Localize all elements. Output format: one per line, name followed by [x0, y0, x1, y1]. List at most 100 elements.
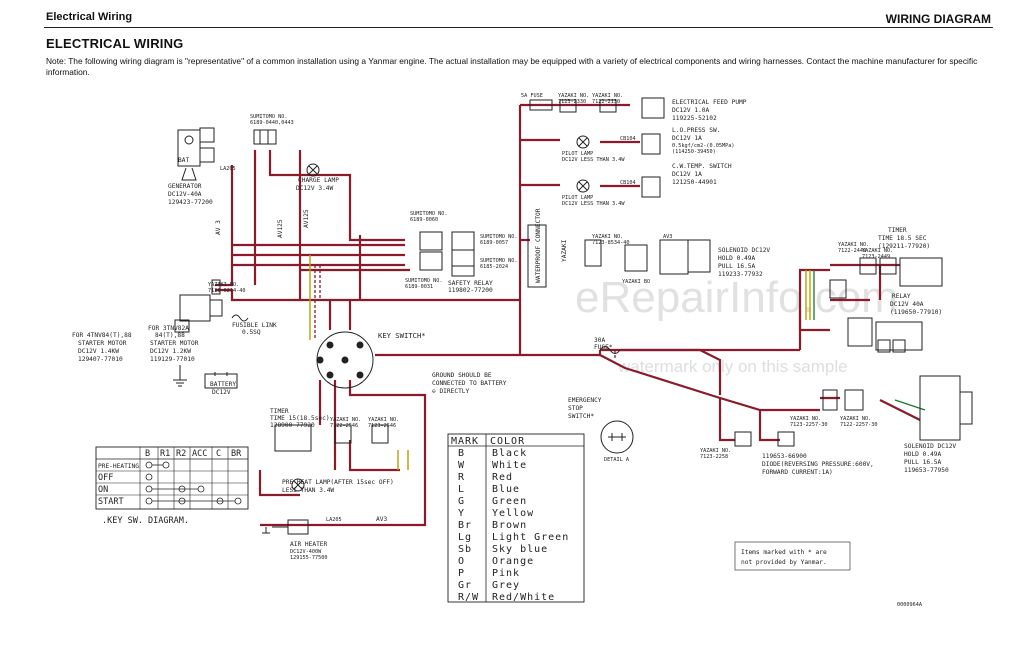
legend-mark: Lg [458, 532, 472, 543]
solenoid1-1: HOLD 0.49A [718, 255, 756, 262]
diode-4: FORWARD CURRENT:1A) [762, 469, 833, 476]
lo-press-2: 0.5kgf/cm2-(0.05MPa) [672, 143, 734, 149]
figure-id: 0000964A [897, 602, 923, 608]
key-sw-diagram-label: .KEY SW. DIAGRAM. [102, 516, 189, 526]
legend-color: Pink [492, 568, 520, 579]
waterproof-label: WATERPROOF CONNECTOR [535, 208, 542, 283]
yazaki-r1-0: YAZAKI NO. [790, 416, 821, 422]
timer-top-0: TIMER [888, 227, 907, 234]
ksw-row-preheat: PRE-HEATING [98, 463, 139, 470]
bat-label: BAT [178, 157, 189, 164]
lo-press-0: L.O.PRESS SW. [672, 127, 720, 134]
watermark-sub: watermark only on this sample [617, 357, 848, 376]
yazaki-vert: YAZAKI [561, 239, 568, 262]
legend-color: Green [492, 496, 527, 507]
header-section: Electrical Wiring [46, 11, 133, 23]
legend-color: Black [492, 448, 527, 459]
yazaki-fuse2-0: YAZAKI NO. [592, 93, 623, 99]
legend-header-color: COLOR [490, 436, 525, 447]
ksw-row-on: ON [98, 485, 108, 495]
yazaki-top-1: 7122-2449 [838, 248, 866, 254]
dashed-wires [314, 265, 616, 360]
sumitomo3-1: 6189-0031 [405, 284, 433, 290]
av3-b: AV3 [376, 516, 387, 523]
sumitomo5-1: 6185-2024 [480, 264, 508, 270]
safety-relay-0: SAFETY RELAY [448, 280, 493, 287]
component-labels: BAT LA205 GENERATOR DC12V-40A 129423-772… [72, 93, 956, 608]
ksw-col-c: C [216, 449, 221, 459]
page-note: Note: The following wiring diagram is "r… [46, 56, 978, 77]
generator-label-1: DC12V-40A [168, 191, 202, 198]
timer-left-0: TIMER [270, 408, 289, 415]
emergency-2: SWITCH* [568, 413, 594, 420]
elec-pump-0: ELECTRICAL FEED PUMP [672, 99, 747, 106]
starter3-3: DC12V 1.2KW [150, 348, 191, 355]
sumitomo1-0: SUMITOMO NO. [250, 114, 287, 120]
la205b: LA205 [326, 517, 342, 523]
yazaki-b0: YAZAKI BO [622, 279, 650, 285]
legend-color: Red/White [492, 592, 555, 603]
sumitomo5-0: SUMITOMO NO. [480, 258, 517, 264]
starter3-0: FOR 3TNV82A [148, 325, 189, 332]
yazaki-top2-0: YAZAKI NO. [862, 248, 893, 254]
elec-pump-1: DC12V 1.0A [672, 107, 710, 114]
fuse30a-1: FUSE* [594, 344, 613, 351]
legend-header-mark: MARK [451, 436, 479, 447]
starter4-1: STARTER MOTOR [78, 340, 127, 347]
pilot1-0: PILOT LAMP [562, 151, 593, 157]
timer-top-1: TIME 18.5 SEC [878, 235, 927, 242]
legend-color: Light Green [492, 532, 569, 543]
sumitomo2-1: 6189-0060 [410, 217, 438, 223]
diode-0: YAZAKI NO. [700, 448, 731, 454]
timer-left-2: 128900-77920 [270, 422, 315, 429]
pilot2-0: PILOT LAMP [562, 195, 593, 201]
solenoid1-0: SOLENOID DC12V [718, 247, 770, 254]
yazaki-fuse-1: 7123-2330 [558, 99, 586, 105]
yellow-wires [309, 255, 811, 470]
header-rule [44, 27, 993, 28]
preheat-0: PRE-HEAT LAMP(AFTER 15sec OFF) [282, 479, 394, 486]
ksw-row-off: OFF [98, 473, 113, 483]
cb104b-label: CB104 [620, 180, 636, 186]
legend-color: Blue [492, 484, 520, 495]
ksw-col-r1: R1 [160, 449, 170, 459]
yazaki-t1-1: 7122-2546 [330, 423, 358, 429]
detail-a: DETAIL A [604, 457, 630, 463]
legend-color: Sky blue [492, 544, 548, 555]
charge-lamp-1: DC12V 3.4W [296, 185, 334, 192]
ksw-col-b: B [145, 449, 150, 459]
yazaki-top2-1: 7123-2449 [862, 254, 890, 260]
solenoid1-2: PULL 16.5A [718, 263, 756, 270]
starter3-2: STARTER MOTOR [150, 340, 199, 347]
legend-color: Orange [492, 556, 534, 567]
yazaki-small-1: 7123-6214-40 [208, 288, 245, 294]
ksw-col-acc: ACC [192, 449, 207, 459]
legend-mark: B [458, 448, 465, 459]
not-provided-1: not provided by Yanmar. [741, 559, 827, 566]
solenoid1-3: 119233-77932 [718, 271, 763, 278]
relay-2: (119650-77910) [890, 309, 942, 316]
air-heater-2: 129155-77500 [290, 555, 327, 561]
pilot2-1: DC12V LESS THAN 3.4W [562, 201, 625, 207]
starter3-4: 119129-77010 [150, 356, 195, 363]
cw-temp-1: DC12V 1A [672, 171, 702, 178]
legend-mark: Y [458, 508, 465, 519]
header-chapter: WIRING DIAGRAM [885, 12, 991, 26]
air-heater-0: AIR HEATER [290, 541, 328, 548]
yazaki-conn-1: 7123-8534-40 [592, 240, 629, 246]
av3-vert: AV 3 [215, 220, 222, 235]
legend-mark: L [458, 484, 465, 495]
diode-3: DIODE(REVERSING PRESSURE:600V, [762, 461, 874, 468]
sumitomo1-1: 6189-0440,0443 [250, 120, 294, 126]
ground-note-0: GROUND SHOULD BE [432, 372, 492, 379]
sumitomo4-0: SUMITOMO NO. [480, 234, 517, 240]
emergency-1: STOP [568, 405, 583, 412]
starter4-3: 129407-77010 [78, 356, 123, 363]
solenoid2-0: SOLENOID DC12V [904, 443, 956, 450]
battery-0: BATTERY [210, 381, 236, 388]
legend-mark: W [458, 460, 465, 471]
components [173, 97, 973, 535]
yazaki-fuse2-1: 7122-2130 [592, 99, 620, 105]
yazaki-t2-1: 7123-2546 [368, 423, 396, 429]
